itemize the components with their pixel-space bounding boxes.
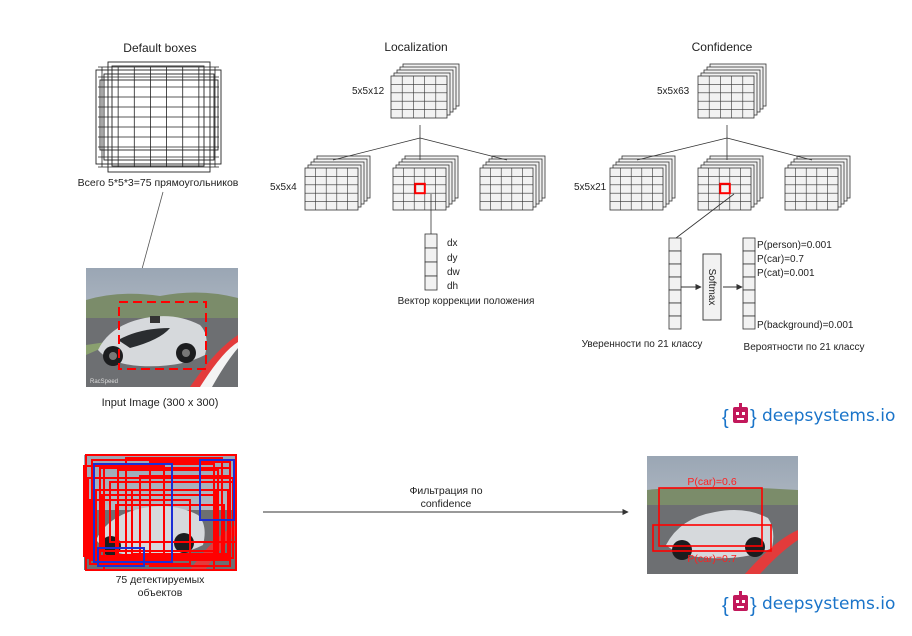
default-box	[107, 61, 211, 173]
vector-cell	[424, 233, 438, 249]
brace-right-icon: }	[750, 407, 757, 429]
brace-left-icon: {	[722, 595, 729, 617]
vector-dy: dy	[447, 253, 458, 264]
prob-person: P(person)=0.001	[757, 240, 832, 251]
result-box-main	[658, 487, 763, 547]
detection-box	[101, 494, 215, 552]
detection-box	[131, 489, 229, 555]
filter-label-line1: Фильтрация по	[409, 485, 482, 497]
localization-vector-caption: Вектор коррекции положения	[398, 296, 535, 307]
connector-line	[675, 193, 735, 239]
result-label-partial: P(car)=0.7	[687, 553, 736, 565]
confidence-vector-cell	[668, 289, 682, 304]
confidence-tensor-center	[697, 155, 764, 211]
default-box	[103, 73, 215, 161]
localization-tensor-center	[392, 155, 459, 211]
result-label: P(car)=0.6	[687, 476, 736, 488]
default-box	[111, 65, 205, 167]
deepsystems-logo: { } deepsystems.io	[722, 403, 895, 429]
vector-dx: dx	[447, 238, 458, 249]
default-box	[95, 69, 222, 165]
probability-vector-cell	[742, 276, 756, 291]
vector-cell	[424, 247, 438, 263]
detection-box-blue	[97, 547, 145, 567]
brand-name: deepsystems.io	[762, 594, 895, 614]
robot-icon	[733, 407, 748, 423]
deepsystems-logo-bottom: { } deepsystems.io	[722, 591, 895, 617]
vector-dh: dh	[447, 281, 458, 292]
localization-top-label: 5x5x12	[352, 86, 385, 97]
input-image: RacSpeed	[86, 268, 238, 387]
detection-box-blue	[93, 463, 173, 563]
confidence-top-tensor	[697, 63, 767, 119]
image-watermark: RacSpeed	[90, 379, 118, 385]
result-image	[647, 456, 798, 574]
confidence-tensor-right	[784, 155, 851, 211]
connector-line	[726, 137, 813, 161]
detection-boxes	[83, 454, 237, 571]
robot-icon	[733, 595, 748, 611]
default-boxes-caption: Всего 5*5*3=75 прямоугольников	[78, 177, 239, 189]
confidence-vectors	[668, 237, 756, 330]
result-box-secondary	[652, 524, 772, 552]
detections-caption-line2: объектов	[138, 587, 183, 599]
confidence-vector-cell	[668, 276, 682, 291]
confidence-left-caption: Уверенности по 21 классу	[582, 339, 703, 350]
confidence-vector-cell	[668, 237, 682, 252]
localization-top-tensor	[390, 63, 460, 119]
confidence-top-label: 5x5x63	[657, 86, 690, 97]
highlight-cell	[414, 182, 426, 195]
vector-cell	[424, 261, 438, 277]
brace-right-icon: }	[750, 595, 757, 617]
default-boxes-title: Default boxes	[123, 41, 196, 55]
filter-label-line2: confidence	[421, 498, 472, 510]
prob-cat: P(cat)=0.001	[757, 268, 815, 279]
confidence-title: Confidence	[692, 40, 753, 54]
connector-line	[332, 137, 421, 161]
default-boxes-grid	[95, 61, 222, 173]
softmax-box	[702, 253, 722, 321]
localization-tensors	[304, 63, 546, 211]
highlight-cell	[719, 182, 731, 195]
confidence-vector-cell	[668, 250, 682, 265]
connector-line	[636, 137, 728, 161]
default-box-highlight	[118, 301, 207, 370]
probability-vector-cell	[742, 263, 756, 278]
brand-name: deepsystems.io	[762, 406, 895, 426]
localization-title: Localization	[384, 40, 447, 54]
confidence-side-label: 5x5x21	[574, 182, 607, 193]
detection-box	[149, 461, 231, 567]
detection-box	[125, 457, 223, 559]
probability-vector-cell	[742, 315, 756, 330]
confidence-tensors	[609, 63, 851, 211]
prob-background: P(background)=0.001	[757, 320, 854, 331]
probability-vector-cell	[742, 237, 756, 252]
vector-dw: dw	[447, 267, 461, 278]
brace-left-icon: {	[722, 407, 729, 429]
confidence-connectors	[636, 125, 813, 239]
confidence-vector-cell	[668, 315, 682, 330]
probability-vector-cell	[742, 289, 756, 304]
confidence-right-caption: Вероятности по 21 классу	[744, 342, 865, 353]
localization-tensor-left	[304, 155, 371, 211]
confidence-vector-cell	[668, 302, 682, 317]
localization-side-label: 5x5x4	[270, 182, 297, 193]
default-box	[99, 79, 219, 151]
localization-connectors	[332, 125, 508, 234]
confidence-vector-cell	[668, 263, 682, 278]
probability-vector-cell	[742, 250, 756, 265]
detection-box-blue	[199, 459, 235, 521]
vector-cell	[424, 275, 438, 291]
prob-car: P(car)=0.7	[757, 254, 804, 265]
localization-vector	[424, 233, 438, 291]
probability-vector-cell	[742, 302, 756, 317]
localization-tensor-right	[479, 155, 546, 211]
detections-caption-line1: 75 детектируемых	[116, 574, 206, 586]
confidence-tensor-left	[609, 155, 676, 211]
connector-line	[419, 137, 508, 161]
softmax-label: Softmax	[706, 269, 717, 306]
input-image-caption: Input Image (300 x 300)	[102, 397, 219, 409]
